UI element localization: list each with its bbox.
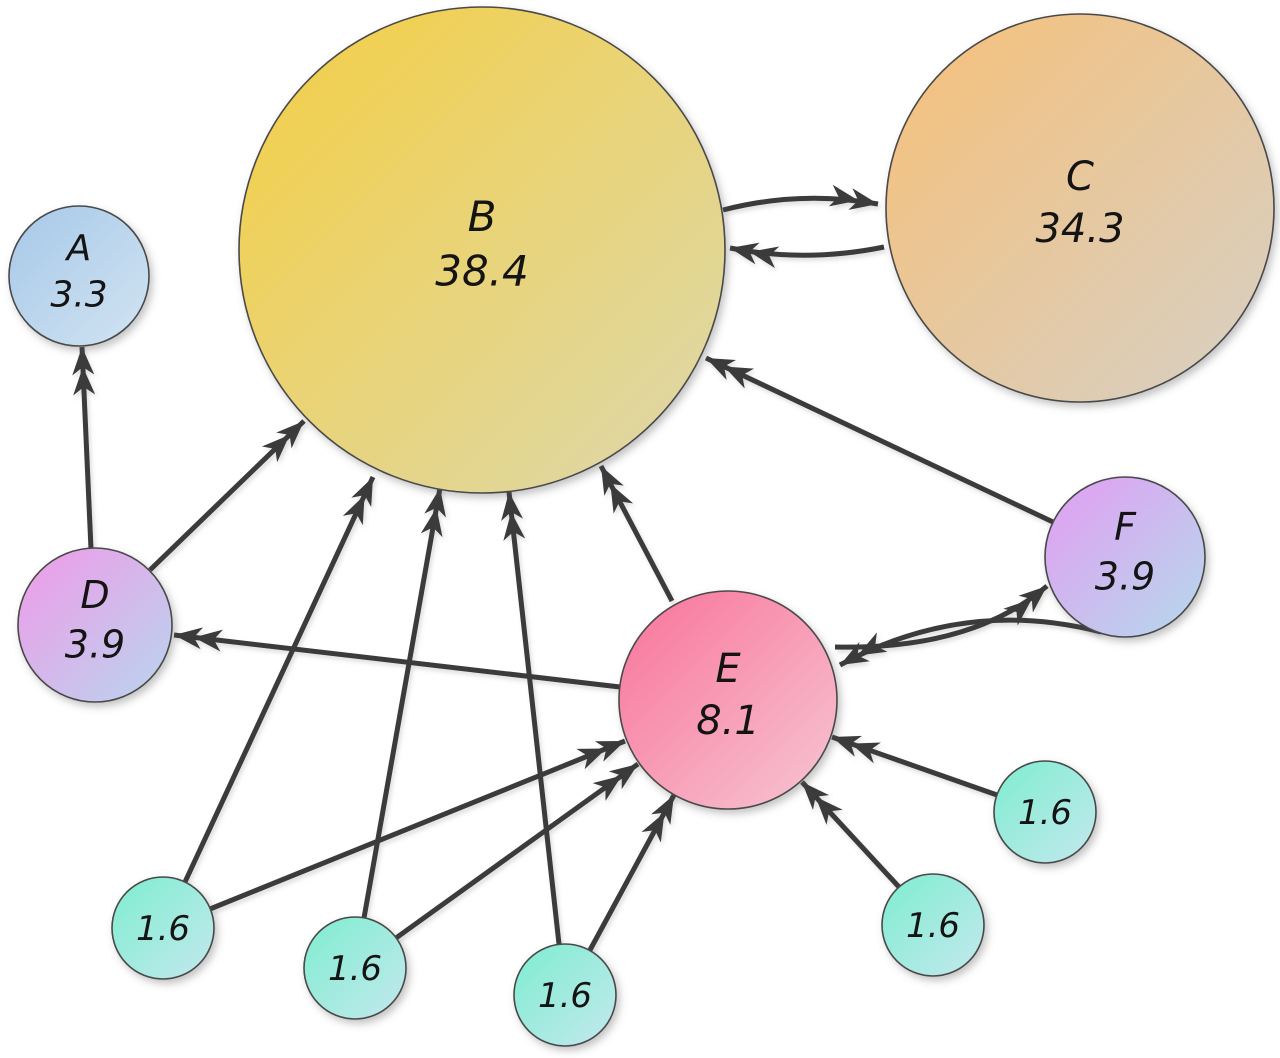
edge-G3-E-arrow bbox=[587, 793, 677, 952]
node-G4-label: 1.6 bbox=[906, 906, 960, 946]
edge-E-F-arrow bbox=[834, 584, 1049, 650]
edge-G2-E-arrow bbox=[394, 761, 640, 941]
node-G1-circle bbox=[111, 876, 215, 980]
node-G1-label: 1.6 bbox=[136, 909, 190, 949]
edge-G1-E-arrow bbox=[209, 738, 626, 912]
node-G5: 1.6 bbox=[993, 760, 1097, 864]
edge-G1-B-arrow bbox=[182, 475, 376, 884]
edge-C-B-arrow bbox=[729, 242, 885, 269]
node-D-circle bbox=[17, 547, 173, 703]
edge-G4-E-arrow bbox=[800, 780, 901, 889]
edge-F-E-arrow bbox=[838, 617, 1102, 668]
node-C-circle bbox=[885, 13, 1275, 403]
node-G4: 1.6 bbox=[881, 873, 985, 977]
edge-G5-E-arrow bbox=[831, 734, 998, 798]
edge-F-B-arrow bbox=[704, 355, 1055, 525]
node-A-circle bbox=[8, 205, 150, 347]
node-G2-label: 1.6 bbox=[328, 949, 382, 989]
edge-B-C-arrow bbox=[722, 184, 879, 213]
node-G5-label: 1.6 bbox=[1018, 793, 1072, 833]
node-G3: 1.6 bbox=[513, 943, 617, 1047]
edges bbox=[72, 184, 1102, 952]
node-B-circle bbox=[238, 6, 726, 494]
node-G2: 1.6 bbox=[303, 916, 407, 1020]
edge-D-A-arrow bbox=[72, 346, 96, 550]
node-G5-circle bbox=[993, 760, 1097, 864]
node-G3-circle bbox=[513, 943, 617, 1047]
edge-E-D-arrow bbox=[173, 627, 621, 690]
node-G2-circle bbox=[303, 916, 407, 1020]
edge-G3-B-arrow bbox=[501, 491, 562, 945]
node-G3-label: 1.6 bbox=[538, 976, 592, 1016]
edge-E-B-arrow bbox=[598, 464, 675, 603]
node-E-circle bbox=[618, 590, 838, 810]
edge-D-B-arrow bbox=[148, 419, 306, 572]
edge-G2-B-arrow bbox=[361, 487, 446, 919]
node-G1: 1.6 bbox=[111, 876, 215, 980]
node-G4-circle bbox=[881, 873, 985, 977]
node-F-circle bbox=[1044, 476, 1206, 638]
